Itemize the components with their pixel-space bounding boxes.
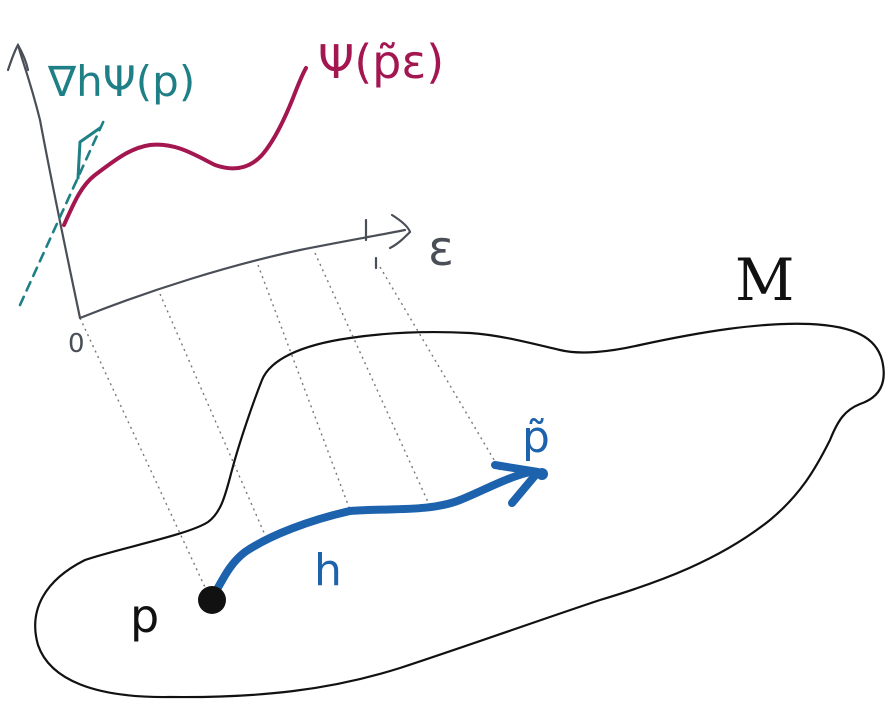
epsilon-axis-label: ε: [428, 221, 454, 277]
slope-triangle: [76, 126, 102, 180]
point-p-tilde-dot: [536, 468, 548, 480]
projection-lines: [79, 252, 501, 599]
epsilon-axis-arrowhead: [388, 213, 412, 250]
vertical-axis-arrowhead: [6, 42, 30, 72]
curve-label: Ψ(p̃ε): [318, 35, 444, 89]
manifold-outline: [34, 322, 885, 699]
point-p-dot: [198, 586, 226, 614]
vertical-axis: [16, 43, 82, 320]
vector-h-label: h: [314, 545, 342, 596]
axes: [6, 42, 412, 320]
point-p-label: p: [130, 589, 159, 643]
tangent-line: [18, 116, 107, 307]
psi-curve: [62, 66, 308, 227]
epsilon-axis: [78, 228, 407, 320]
manifold-label: M: [735, 246, 794, 314]
vector-h: [208, 468, 534, 602]
point-p-tilde-label: p̃: [522, 412, 550, 463]
derivative-label: ∇hΨ(p): [47, 57, 195, 106]
origin-label: 0: [68, 329, 85, 359]
